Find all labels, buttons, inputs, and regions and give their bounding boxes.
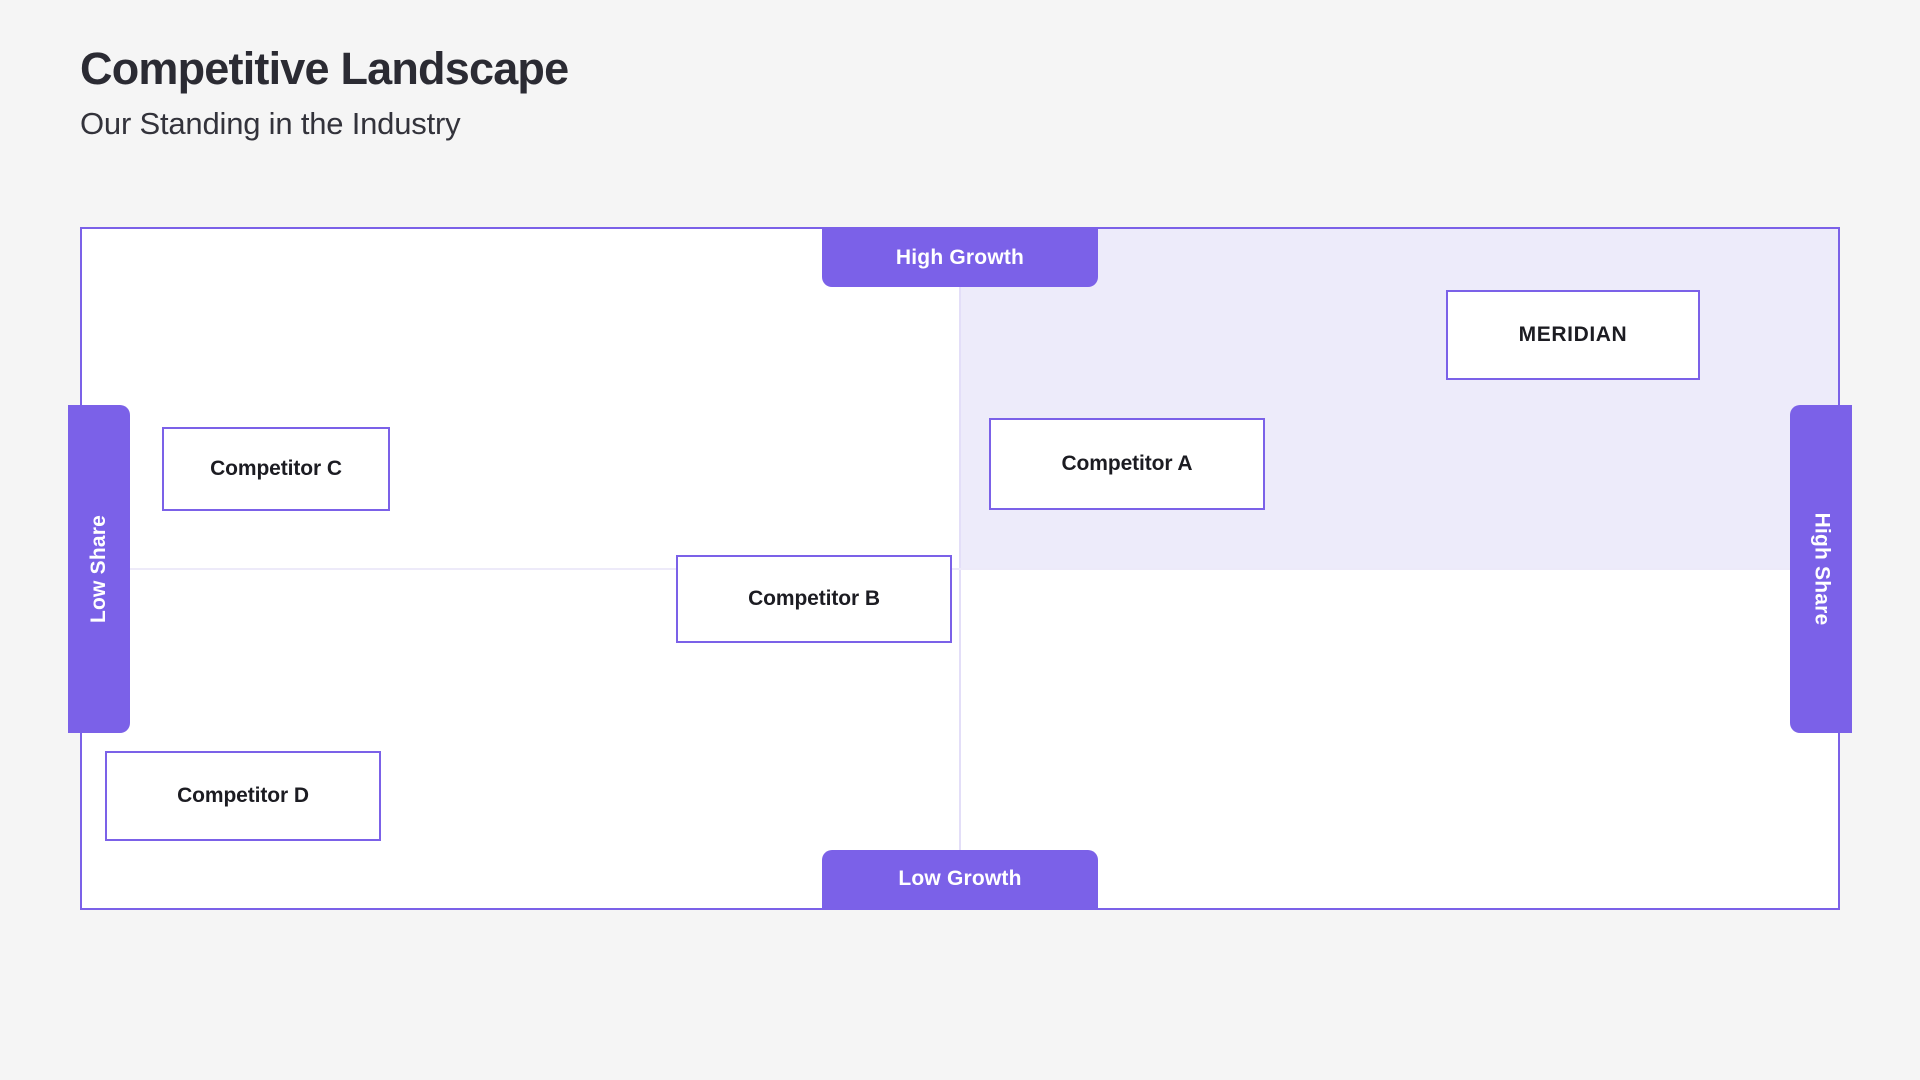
- quadrant-high-growth-high-share: [960, 229, 1838, 569]
- page-title: Competitive Landscape: [80, 43, 569, 94]
- entity-label: Competitor D: [177, 784, 309, 807]
- entity-label: Competitor B: [748, 587, 880, 610]
- matrix-horizontal-divider: [82, 567, 1838, 570]
- axis-label-high-growth-text: High Growth: [895, 246, 1025, 269]
- axis-label-low-share-text: Low Share: [87, 514, 110, 623]
- axis-label-high-share-text: High Share: [1810, 512, 1834, 625]
- axis-label-low-growth-text: Low Growth: [898, 867, 1022, 890]
- entity-label: Competitor C: [210, 457, 342, 480]
- company-box-featured[interactable]: MERIDIAN: [1446, 290, 1700, 380]
- entity-label: Competitor A: [1061, 452, 1193, 475]
- competitor-box[interactable]: Competitor A: [989, 418, 1265, 510]
- axis-label-high-growth: High Growth: [822, 229, 1098, 287]
- axis-label-low-growth: Low Growth: [822, 850, 1098, 908]
- page-subtitle: Our Standing in the Industry: [80, 106, 461, 142]
- competitor-box[interactable]: Competitor D: [105, 751, 381, 841]
- competitor-box[interactable]: Competitor C: [162, 427, 390, 511]
- entity-label: MERIDIAN: [1518, 323, 1628, 346]
- competitor-box[interactable]: Competitor B: [676, 555, 952, 643]
- competitive-matrix: High Growth Low Growth Low Share High Sh…: [68, 227, 1852, 910]
- axis-label-high-share: High Share: [1790, 404, 1852, 733]
- page-header: Competitive Landscape Our Standing in th…: [80, 42, 1380, 144]
- axis-label-low-share: Low Share: [68, 404, 130, 733]
